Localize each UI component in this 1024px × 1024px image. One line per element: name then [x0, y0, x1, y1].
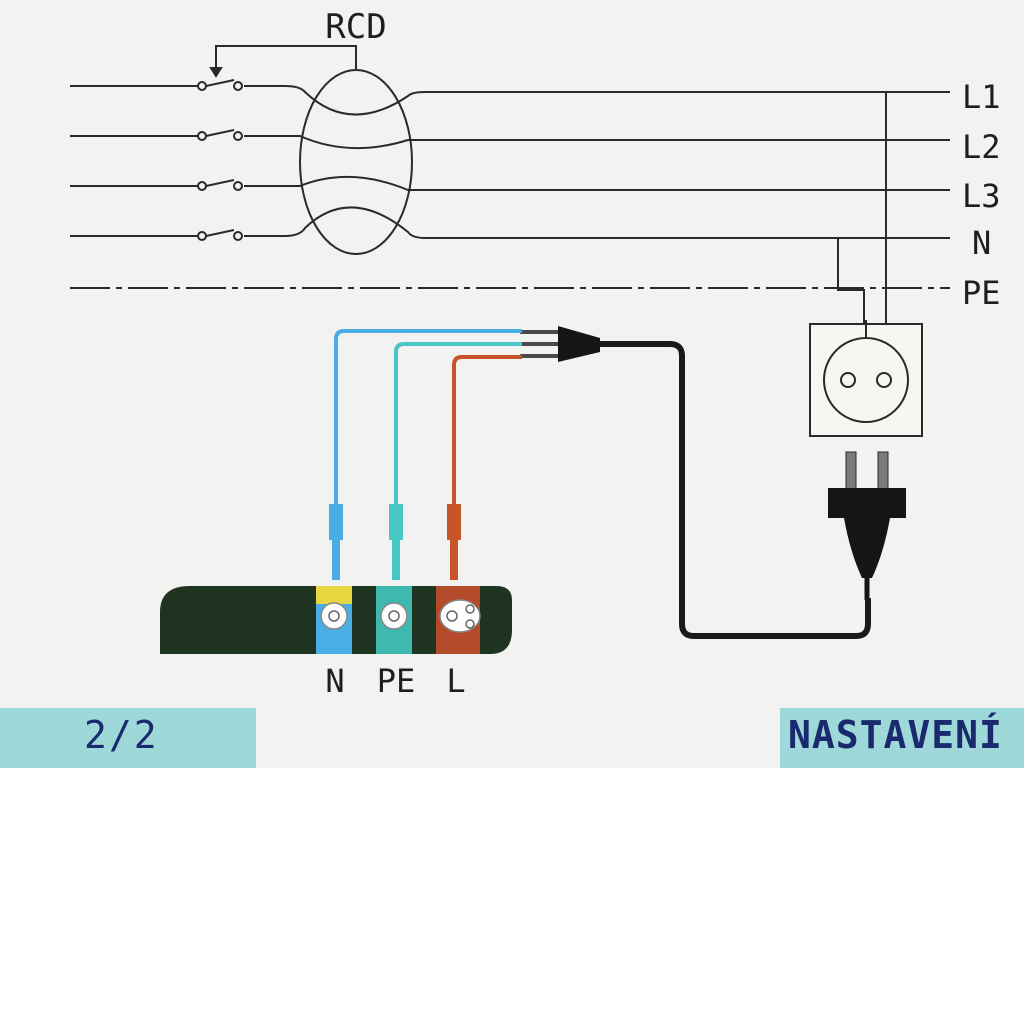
line-label-n: N [972, 224, 991, 262]
wall-socket-icon [809, 320, 923, 437]
page-indicator-panel [0, 708, 256, 768]
line-label-l1: L1 [962, 78, 1001, 116]
wiring-diagram-screen: RCD L1 L2 L3 N PE [0, 0, 1024, 768]
lead-connector-icon [520, 326, 600, 362]
line-labels: L1 L2 L3 N PE [962, 78, 1001, 312]
settings-button-label: NASTAVENÍ [788, 713, 1003, 757]
line-label-pe: PE [962, 274, 1001, 312]
settings-button[interactable]: NASTAVENÍ [780, 708, 1024, 768]
line-label-l3: L3 [962, 177, 1001, 215]
test-cable [600, 341, 871, 639]
probe-l [447, 504, 461, 580]
wiring-diagram: RCD L1 L2 L3 N PE [70, 7, 1001, 700]
terminal-n [316, 586, 352, 654]
terminal-label-pe: PE [377, 662, 416, 700]
terminal-pe [376, 586, 412, 654]
supply-lines [70, 85, 950, 289]
mains-plug-icon [828, 451, 906, 600]
line-label-l2: L2 [962, 128, 1001, 166]
probe-pe [389, 504, 403, 580]
rcd-label: RCD [325, 7, 386, 47]
terminal-label-n: N [325, 662, 344, 700]
socket-wiring [837, 92, 887, 324]
rcd-toroid-icon [299, 69, 413, 255]
test-leads [334, 329, 522, 508]
page-indicator: 2/2 [84, 713, 159, 757]
terminal-label-l: L [446, 662, 465, 700]
probe-n [329, 504, 343, 580]
terminal-l [436, 586, 481, 654]
circuit-breaker-icon [197, 45, 357, 241]
